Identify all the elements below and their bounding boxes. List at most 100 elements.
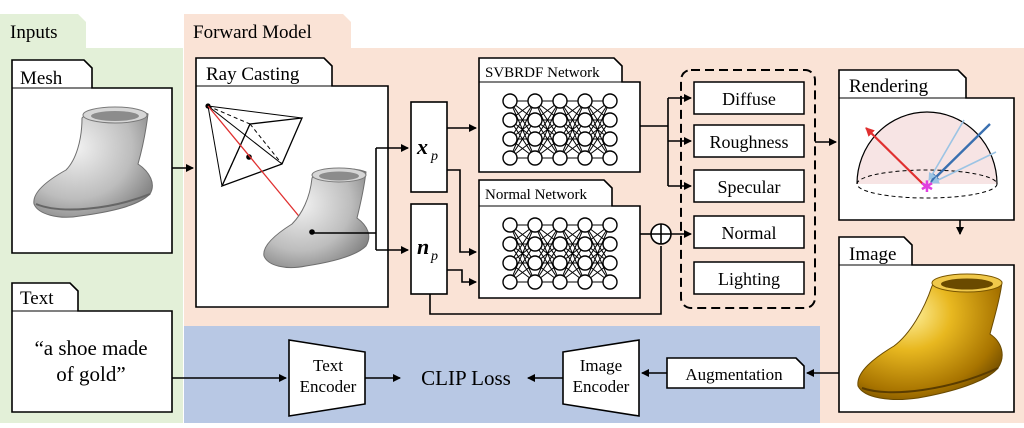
np-subscript: p xyxy=(430,249,438,264)
image-encoder-line-2: Encoder xyxy=(573,377,630,396)
ray-casting-title: Ray Casting xyxy=(206,64,300,85)
network-node xyxy=(552,236,568,252)
network-node xyxy=(552,217,568,233)
network-node xyxy=(502,112,518,128)
prompt-line-2: of gold” xyxy=(56,362,125,386)
property-roughness-label: Roughness xyxy=(709,132,788,152)
mesh-box: Mesh xyxy=(11,59,173,254)
property-normal: Normal xyxy=(693,215,805,249)
network-node xyxy=(577,131,593,147)
network-node xyxy=(502,217,518,233)
network-node xyxy=(577,274,593,290)
text-encoder-line-1: Text xyxy=(313,356,343,375)
image-title: Image xyxy=(849,244,896,265)
forward-model-section-title: Forward Model xyxy=(193,22,312,43)
plus-circle-icon xyxy=(650,223,672,245)
network-node xyxy=(577,217,593,233)
property-lighting: Lighting xyxy=(693,261,805,295)
network-edge xyxy=(559,100,586,159)
property-diffuse: Diffuse xyxy=(693,81,805,115)
np-box: n p xyxy=(410,203,448,295)
network-edge xyxy=(534,224,561,283)
network-edge xyxy=(584,224,611,283)
network-node xyxy=(577,236,593,252)
network-node xyxy=(552,255,568,271)
network-node xyxy=(577,255,593,271)
network-node xyxy=(602,112,618,128)
network-edge xyxy=(534,100,561,159)
property-lighting-label: Lighting xyxy=(718,269,780,289)
surface-point-star: ✱ xyxy=(920,179,933,196)
network-edge xyxy=(509,100,536,159)
text-encoder-line-2: Encoder xyxy=(300,377,357,396)
shoe-scene-icon xyxy=(263,167,370,269)
network-node xyxy=(552,131,568,147)
xp-label: x xyxy=(416,134,428,159)
svbrdf-network-box: SVBRDF Network xyxy=(478,57,641,173)
text-input-title: Text xyxy=(20,288,54,309)
rendering-title: Rendering xyxy=(849,76,929,97)
network-node xyxy=(602,236,618,252)
property-specular-label: Specular xyxy=(718,177,781,197)
network-node xyxy=(527,236,543,252)
ray-casting-box: Ray Casting xyxy=(195,57,389,308)
network-node xyxy=(527,112,543,128)
network-node xyxy=(602,274,618,290)
network-node xyxy=(602,255,618,271)
property-diffuse-label: Diffuse xyxy=(722,89,776,109)
network-node xyxy=(502,274,518,290)
network-node xyxy=(552,150,568,166)
network-node xyxy=(577,93,593,109)
network-node xyxy=(502,150,518,166)
network-node xyxy=(602,93,618,109)
network-edge xyxy=(584,100,611,159)
svbrdf-network-title: SVBRDF Network xyxy=(485,65,600,81)
network-node xyxy=(602,217,618,233)
normal-network-title: Normal Network xyxy=(485,187,588,203)
network-node xyxy=(502,236,518,252)
network-node xyxy=(502,131,518,147)
network-node xyxy=(552,112,568,128)
np-label: n xyxy=(417,234,429,259)
mesh-title: Mesh xyxy=(20,68,63,89)
network-node xyxy=(552,274,568,290)
material-properties-group: Diffuse Roughness Specular Normal Lighti… xyxy=(680,69,816,309)
network-edge xyxy=(559,224,586,283)
network-node xyxy=(552,93,568,109)
property-normal-label: Normal xyxy=(722,223,777,243)
network-node xyxy=(602,150,618,166)
clip-loss-label: CLIP Loss xyxy=(421,366,511,390)
network-node xyxy=(502,255,518,271)
hemisphere-icon: ✱ xyxy=(856,111,998,199)
inputs-section-title: Inputs xyxy=(10,22,58,43)
network-node xyxy=(527,274,543,290)
network-node xyxy=(527,255,543,271)
normal-network-box: Normal Network xyxy=(478,179,641,299)
mlp-network-icon xyxy=(502,217,618,290)
network-edge xyxy=(509,224,536,283)
property-specular: Specular xyxy=(693,169,805,203)
text-encoder: Text Encoder xyxy=(288,339,366,417)
prompt-line-1: “a shoe made xyxy=(34,336,147,360)
network-node xyxy=(602,131,618,147)
network-node xyxy=(527,93,543,109)
mlp-network-icon xyxy=(502,93,618,166)
connectors xyxy=(172,94,964,382)
network-node xyxy=(577,150,593,166)
image-box: Image xyxy=(838,236,1015,413)
property-roughness: Roughness xyxy=(693,124,805,158)
xp-subscript: p xyxy=(430,149,438,164)
network-node xyxy=(527,131,543,147)
network-node xyxy=(527,217,543,233)
network-node xyxy=(502,93,518,109)
network-node xyxy=(527,150,543,166)
camera-frustum-icon xyxy=(205,103,313,233)
network-node xyxy=(577,112,593,128)
gold-shoe-icon xyxy=(857,273,1003,400)
image-encoder-line-1: Image xyxy=(580,356,622,375)
image-encoder: Image Encoder xyxy=(562,339,640,417)
text-input-box: Text “a shoe made of gold” xyxy=(11,282,173,413)
mesh-shoe-icon xyxy=(33,106,153,218)
